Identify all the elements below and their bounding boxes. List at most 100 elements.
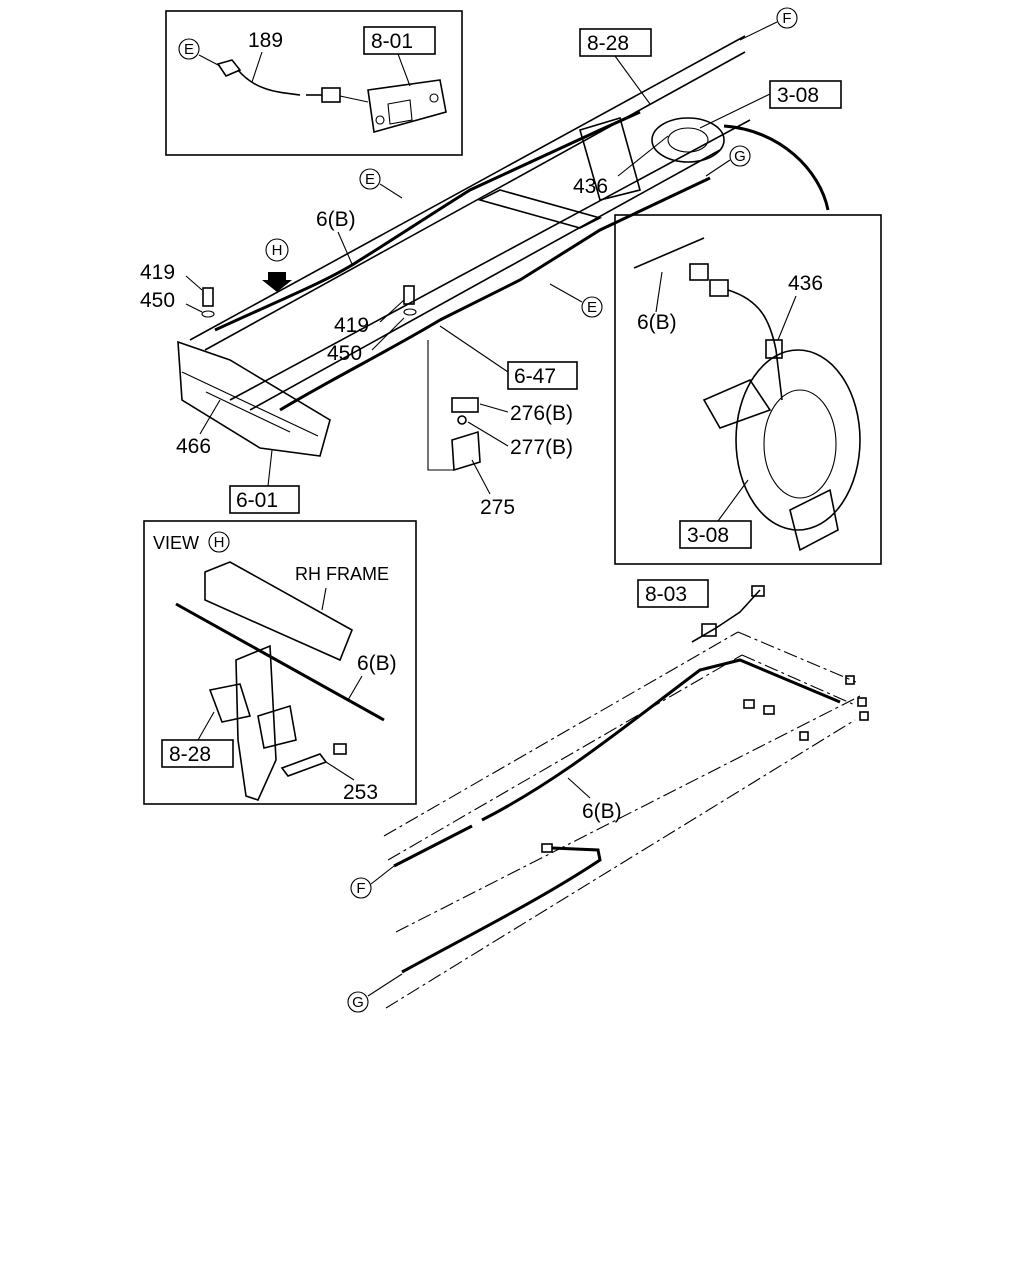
leader-e-main: [379, 183, 403, 199]
part-436-main-label: 436: [573, 175, 608, 198]
leader-8-01: [397, 53, 411, 87]
view-line-6b: [175, 602, 385, 722]
connector-g-bottom-circle: [347, 991, 369, 1013]
leader-f-bottom: [370, 865, 395, 885]
part-466-label: 466: [176, 435, 211, 458]
cross-member: [477, 189, 603, 229]
rail-left-lower: [204, 51, 746, 351]
leader-419-left: [185, 275, 203, 291]
inset-frame: [165, 10, 463, 156]
rail-right-upper: [229, 119, 751, 401]
connector-e-main-label: E: [365, 171, 375, 188]
side-lamp-lens: [387, 99, 413, 125]
ref-8-03-box: [637, 579, 709, 608]
leader-g-top: [705, 159, 731, 177]
view-part-253: [280, 753, 328, 777]
detail-clip-1: [689, 263, 709, 281]
connector-h-view-label: H: [214, 534, 225, 551]
detail-clip-2: [709, 279, 729, 297]
front-bumper: [177, 340, 331, 457]
lower-clip-7: [541, 843, 553, 853]
rh-frame-shape: [204, 561, 354, 662]
ref-8-03-label: 8-03: [645, 583, 687, 606]
lower-plug-8-03: [751, 585, 765, 597]
connector-g-top-circle: [729, 145, 751, 167]
leader-419-mid: [379, 299, 405, 323]
leader-6b-detail: [655, 271, 663, 313]
leader-3-08-top: [699, 93, 771, 129]
lower-hose-8-03: [691, 589, 761, 643]
side-lamp-body: [367, 79, 447, 134]
view-bracket: [235, 644, 277, 801]
bumper-edge: [181, 371, 319, 437]
harness-plug: [321, 87, 341, 103]
part-450-left-label: 450: [140, 289, 175, 312]
washer-450-left: [201, 310, 215, 318]
lower-rail-upper-1: [383, 631, 739, 837]
harness-wire-lamp: [339, 95, 369, 103]
detail-hub-ring: [763, 389, 837, 499]
ref-8-28-view-label: 8-28: [169, 743, 211, 766]
view-valve-8-28: [208, 683, 252, 723]
part-276b-shape: [451, 397, 479, 413]
view-h-panel: VIEW H RH FRAME 6(B) 8-28 253: [143, 520, 417, 805]
connector-f-bottom-label: F: [356, 880, 365, 897]
brake-line-right: [279, 176, 711, 412]
part-275-label: 275: [480, 496, 515, 519]
leader-276b: [479, 403, 509, 413]
view-h-title: VIEW: [153, 533, 199, 553]
rail-left-upper: [189, 35, 746, 341]
connector-e-right-circle: [581, 296, 603, 318]
lamp-screw-right: [429, 93, 439, 103]
leader-e-right: [549, 283, 583, 303]
part-6b-detail-label: 6(B): [637, 311, 677, 334]
leader-g-bottom: [367, 973, 403, 997]
detail-pointer-arrow: [723, 124, 830, 211]
inset-lamp-harness: E 189 8-01: [165, 10, 463, 156]
leader-rh-frame: [321, 587, 327, 611]
bumper-slot: [205, 391, 291, 433]
view-h-arrow: [262, 272, 292, 292]
lower-clip-6: [799, 731, 809, 741]
lower-rear-frame: 8-03 6(B) F G: [347, 579, 869, 1013]
lower-cross-upper: [737, 631, 857, 683]
ref-8-28-view-box: [161, 739, 234, 768]
part-6b-main-label: 6(B): [316, 208, 356, 231]
leader-450-mid: [371, 317, 405, 351]
connector-e-main-circle: [359, 168, 381, 190]
leader-6-01: [267, 449, 273, 487]
part-419-mid-label: 419: [334, 314, 369, 337]
view-h-frame: [143, 520, 417, 805]
connector-f-top-circle: [776, 7, 798, 29]
ref-6-01-box: [229, 485, 300, 514]
leader-277b: [467, 421, 509, 447]
view-valve-body: [257, 704, 297, 749]
connector-f-bottom-circle: [350, 877, 372, 899]
ref-3-08-detail-box: [679, 520, 752, 549]
leader-e-inset: [198, 54, 221, 67]
brake-drum-hub-top: [667, 127, 709, 153]
lower-clip-1: [743, 699, 755, 709]
ref-8-01-box: [363, 26, 436, 55]
brake-drum-top: [651, 117, 725, 163]
leader-436-detail: [777, 295, 797, 341]
detail-lower-bracket: [789, 488, 839, 552]
ref-6-01-label: 6-01: [236, 489, 278, 512]
detail-hose-fitting: [765, 339, 783, 359]
leader-f-top: [739, 21, 778, 41]
part-277b-shape: [457, 415, 467, 425]
leader-189: [251, 51, 263, 83]
bolt-419-left: [202, 287, 214, 307]
connector-h-arrow-label: H: [272, 242, 283, 259]
part-277b-label: 277(B): [510, 436, 573, 459]
lower-clip-5: [859, 711, 869, 721]
part-276b-label: 276(B): [510, 402, 573, 425]
lower-rail-upper-2: [387, 654, 743, 861]
part-189-label: 189: [248, 29, 283, 52]
rh-frame-label: RH FRAME: [295, 564, 389, 584]
leader-6-47: [439, 325, 509, 373]
bolt-419-mid: [403, 285, 415, 305]
leader-275: [471, 459, 491, 495]
